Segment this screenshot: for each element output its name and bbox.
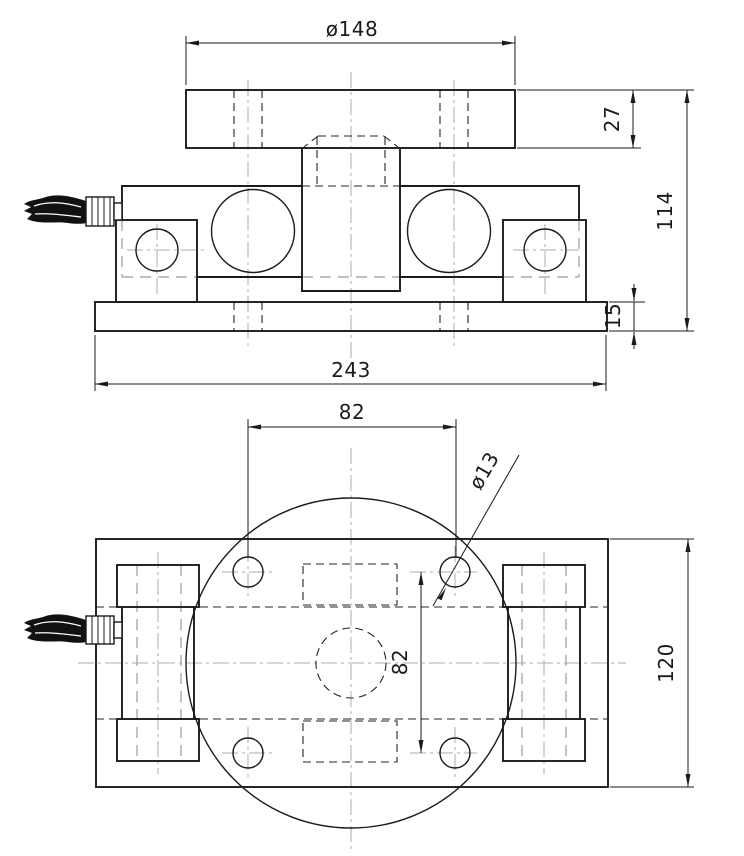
dim-label-overall-height: 114 [653, 191, 677, 231]
shear-hole-left [210, 188, 296, 274]
cable [24, 195, 86, 224]
dim-label-overall-length: 243 [331, 358, 371, 382]
gland-body [85, 196, 115, 227]
dimension-overall-height: 114 [609, 90, 694, 332]
anchor-bolt-hole-bottom-left [232, 737, 264, 769]
dim-label-bolt-hole-diameter: ø13 [464, 448, 504, 494]
dimension-bolt-hole-diameter: ø13 [432, 448, 520, 607]
plan-view: 82 ø13 82 120 [24, 400, 694, 852]
cable [24, 614, 86, 643]
dimension-top-plate-diameter: ø148 [185, 17, 516, 85]
cable-gland-front [24, 195, 123, 227]
rocker-seat-hidden-cup [303, 135, 399, 185]
mounting-hole-right [523, 228, 567, 272]
hidden-slot-bottom [302, 720, 398, 763]
gland-body [85, 615, 115, 645]
rocker-pin-column [301, 147, 401, 292]
base-plate [94, 301, 608, 332]
dimension-base-plate-thickness: 15 [601, 284, 645, 349]
front-hidden-gray-lines [121, 220, 580, 278]
dimension-base-plate-width: 120 [610, 538, 694, 788]
anchor-bolt-hole-top-right [439, 556, 471, 588]
front-centerlines [127, 72, 579, 360]
dimension-overall-length: 243 [94, 335, 607, 391]
center-bore-hidden-circle [315, 627, 387, 699]
dimension-bolt-spacing-horizontal: 82 [247, 400, 457, 558]
dim-label-base-plate-thickness: 15 [601, 303, 625, 329]
mounting-hole-left [135, 228, 179, 272]
dim-label-top-plate-diameter: ø148 [326, 17, 378, 41]
dimension-bolt-spacing-vertical: 82 [388, 572, 424, 753]
anchor-bolt-hole-bottom-right [439, 737, 471, 769]
base-plate-plan [95, 538, 609, 788]
dim-label-base-plate-width: 120 [654, 643, 678, 683]
dim-label-top-plate-thickness: 27 [600, 106, 624, 132]
plan-centerlines [78, 448, 626, 852]
end-block-right-plan [502, 564, 586, 762]
leader-arrowhead [437, 588, 446, 601]
front-hidden-lines [233, 90, 469, 331]
gland-collar [113, 621, 123, 639]
hidden-slot-top [302, 563, 398, 606]
gland-collar [113, 202, 123, 221]
shear-hole-right [406, 188, 492, 274]
front-view: ø148 27 114 15 243 [24, 17, 694, 391]
plan-hidden-gray-lines [136, 565, 567, 761]
dim-label-bolt-spacing-horizontal: 82 [339, 400, 365, 424]
dim-label-bolt-spacing-vertical: 82 [388, 649, 412, 675]
top-plate-circle [185, 497, 517, 829]
dimension-top-plate-thickness: 27 [517, 89, 694, 149]
cable-gland-plan [24, 614, 123, 645]
top-plate [185, 89, 516, 149]
